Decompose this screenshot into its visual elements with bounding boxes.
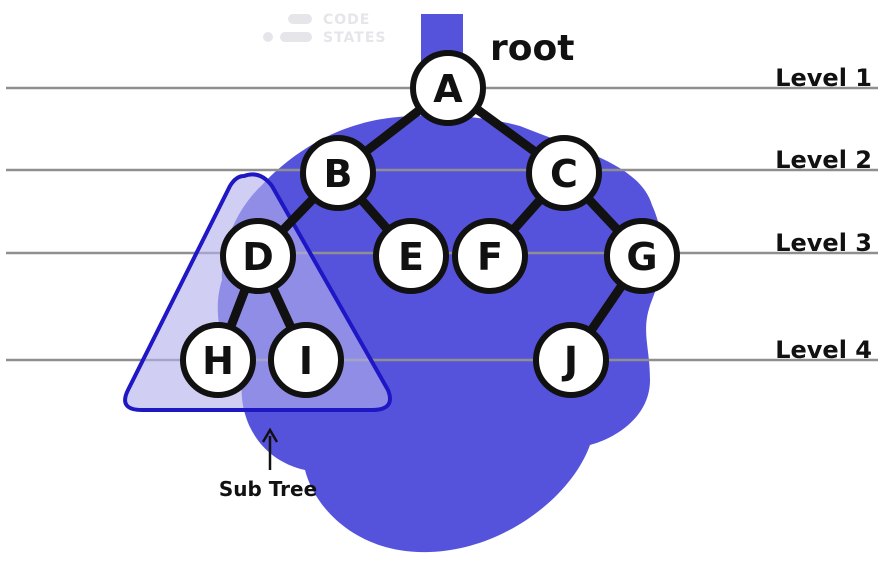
subtree-label: Sub Tree	[219, 477, 317, 501]
node-e: E	[373, 218, 449, 294]
node-label-a: A	[433, 67, 463, 111]
node-circle-i	[268, 322, 344, 398]
node-h: H	[180, 322, 256, 398]
node-circle-h	[180, 322, 256, 398]
node-label-h: H	[202, 339, 234, 383]
node-circle-f	[452, 218, 528, 294]
logo-text-line1: CODE	[323, 12, 370, 28]
node-label-j: J	[561, 339, 578, 383]
logo-mark-bar	[280, 32, 312, 42]
node-label-e: E	[398, 235, 424, 279]
level-label-4: Level 4	[775, 336, 872, 364]
node-circle-e	[373, 218, 449, 294]
logo-mark-dot	[263, 32, 273, 42]
logo-text-line2: STATES	[323, 30, 387, 46]
node-circle-c	[526, 135, 602, 211]
logo-mark-top	[288, 14, 312, 24]
node-circle-a	[410, 50, 486, 126]
node-b: B	[300, 135, 376, 211]
node-label-i: I	[299, 339, 313, 383]
node-label-b: B	[324, 152, 353, 196]
node-i: I	[268, 322, 344, 398]
node-f: F	[452, 218, 528, 294]
node-c: C	[526, 135, 602, 211]
node-j: J	[533, 322, 609, 398]
node-circle-b	[300, 135, 376, 211]
node-d: D	[220, 218, 296, 294]
subtree-arrow	[261, 427, 279, 470]
node-label-c: C	[550, 152, 578, 196]
tree-nodes: A B C D E F G H I J	[180, 50, 680, 398]
root-label: root	[490, 28, 574, 69]
level-label-2: Level 2	[775, 146, 872, 174]
node-a: A	[410, 50, 486, 126]
level-label-3: Level 3	[775, 229, 872, 257]
node-label-d: D	[242, 235, 274, 279]
node-circle-j	[533, 322, 609, 398]
code-states-logo: CODE STATES	[263, 12, 387, 46]
node-label-g: G	[626, 235, 657, 279]
node-label-f: F	[477, 235, 503, 279]
level-label-1: Level 1	[775, 64, 872, 92]
node-circle-d	[220, 218, 296, 294]
subtree-arrow-head	[261, 427, 279, 443]
blob-body	[217, 115, 663, 553]
node-g: G	[604, 218, 680, 294]
node-circle-g	[604, 218, 680, 294]
